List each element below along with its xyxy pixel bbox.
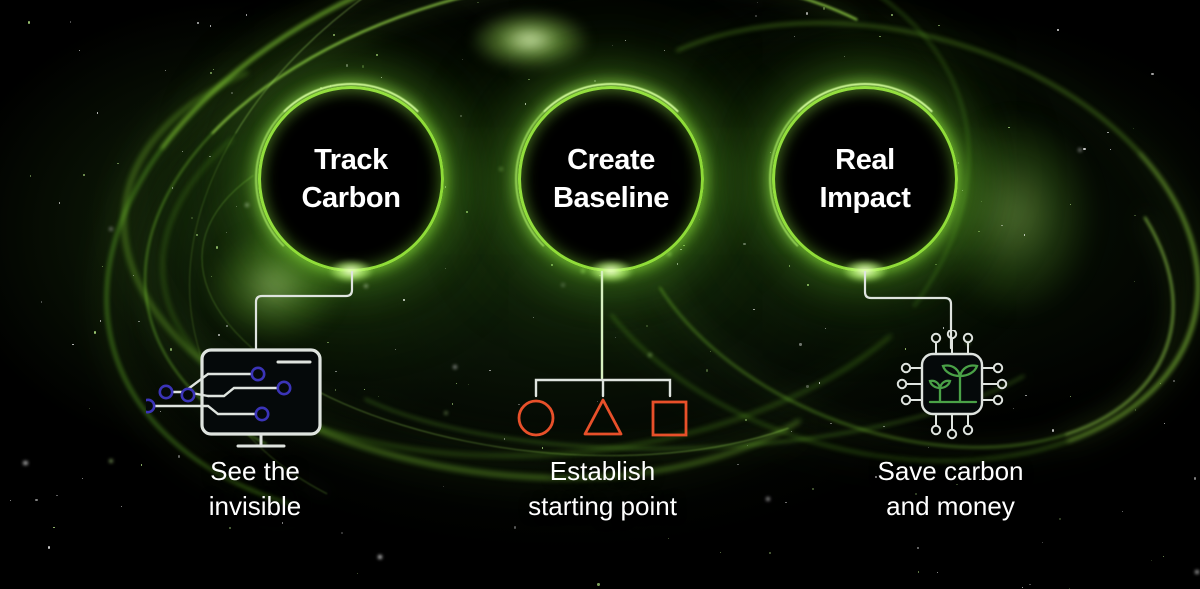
sprout-small-leaf-right: [938, 379, 952, 390]
ring-label-create-baseline: Create Baseline: [518, 86, 704, 272]
sprout-small-leaf-left: [928, 379, 942, 390]
trace-4: [206, 386, 282, 398]
ring-glow-2: [518, 86, 704, 272]
ring-track-carbon[interactable]: Track Carbon: [258, 86, 444, 282]
shape-triangle: [583, 398, 623, 436]
caption-save-carbon-and-money: Save carbon and money: [877, 456, 1024, 521]
caption-see-the-invisible: See the invisible: [208, 456, 302, 521]
chip-pins: [896, 328, 1008, 440]
monitor-circuit-icon[interactable]: [140, 344, 336, 459]
monitor-circuit-icon-svg: [140, 348, 322, 448]
connector-step-1: [254, 270, 354, 354]
ring-label-real-impact: Real Impact: [772, 86, 958, 272]
circuit-node-2: [276, 380, 292, 396]
chip-sprout-icon[interactable]: [890, 328, 1014, 451]
ring-label-line-2: Baseline: [552, 182, 670, 214]
sprout-big-leaf-right: [958, 364, 979, 378]
circuit-node-3: [254, 406, 270, 422]
ring-label-line-2: Carbon: [301, 182, 401, 214]
ring-glow-1: [258, 86, 444, 272]
ring-label-line-2: Impact: [819, 182, 911, 214]
ring-label-line-1: Real: [835, 143, 895, 176]
chip-sprout-icon-svg: [896, 328, 1008, 440]
ring-label-line-1: Track: [314, 143, 388, 176]
shape-circle: [517, 399, 555, 437]
shapes-hierarchy-icon[interactable]: [508, 374, 698, 449]
circuit-node-6: [140, 398, 156, 414]
ring-spark-1: [329, 260, 373, 282]
ring-spark-2: [589, 260, 633, 282]
ring-real-impact[interactable]: Real Impact: [772, 86, 958, 282]
shapes-hierarchy-icon-svg: [517, 378, 688, 437]
ring-label-track-carbon: Track Carbon: [258, 86, 444, 272]
trace-5: [148, 404, 260, 416]
ring-label-line-1: Create: [567, 143, 655, 176]
ring-create-baseline[interactable]: Create Baseline: [518, 86, 704, 282]
sprout-graphic: [928, 364, 979, 404]
shape-square: [651, 400, 688, 437]
circuit-node-4: [158, 384, 174, 400]
caption-establish-starting-point: Establish starting point: [528, 456, 677, 521]
connector-step-3: [863, 270, 953, 350]
circuit-node-5: [180, 387, 196, 403]
ring-glow-3: [772, 86, 958, 272]
sprout-big-leaf-left: [941, 364, 962, 378]
circuit-node-1: [250, 366, 266, 382]
